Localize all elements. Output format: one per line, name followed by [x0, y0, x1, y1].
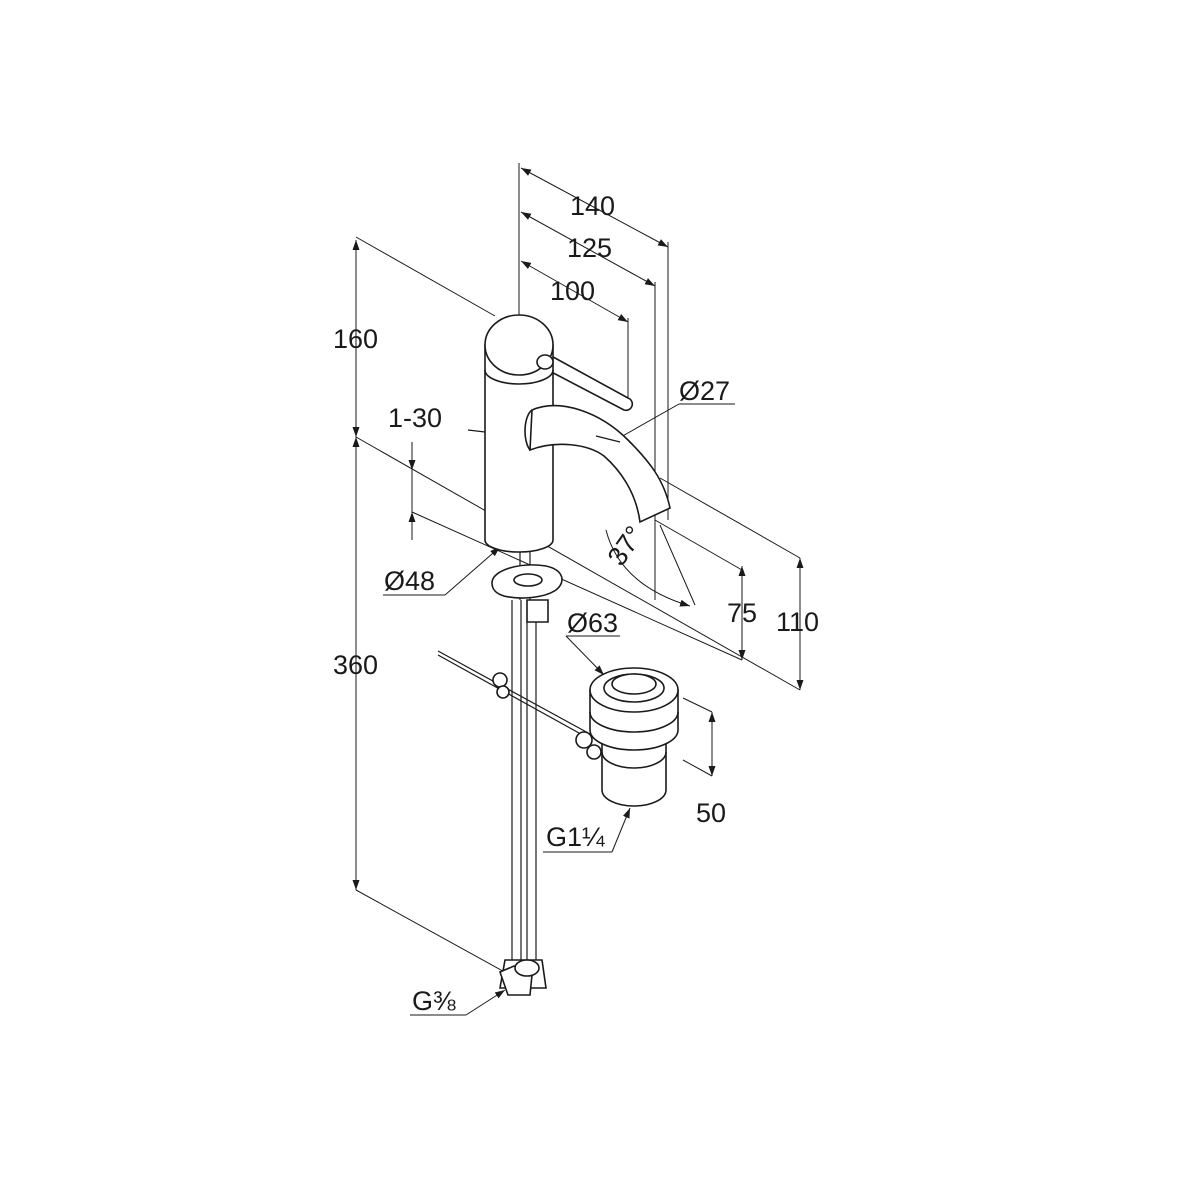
- dim-g1-1-4: G1¼: [546, 822, 605, 852]
- dim-125: 125: [567, 233, 612, 263]
- dim-d27: Ø27: [679, 376, 730, 406]
- faucet-body: [467, 314, 671, 553]
- dim-110: 110: [776, 607, 819, 637]
- dim-100: 100: [550, 276, 595, 306]
- dim-g3-8: G⅜: [412, 986, 456, 1016]
- dim-1-30: 1-30: [388, 403, 442, 433]
- drain-rod: [437, 650, 591, 739]
- dimension-labels: 140 125 100 160 1-30 Ø27 Ø48 37° 75 110 …: [333, 191, 819, 1016]
- pop-up-waste: [575, 667, 679, 807]
- dim-360: 360: [333, 650, 378, 680]
- dim-75: 75: [727, 598, 757, 628]
- mounting-hardware: [491, 552, 563, 996]
- dimension-lines: [352, 163, 804, 1016]
- dim-140: 140: [570, 191, 615, 221]
- dim-d48: Ø48: [384, 566, 435, 596]
- dim-160: 160: [333, 324, 378, 354]
- dim-d63: Ø63: [567, 608, 618, 638]
- dim-50: 50: [696, 798, 726, 828]
- dim-37-deg: 37°: [602, 520, 650, 571]
